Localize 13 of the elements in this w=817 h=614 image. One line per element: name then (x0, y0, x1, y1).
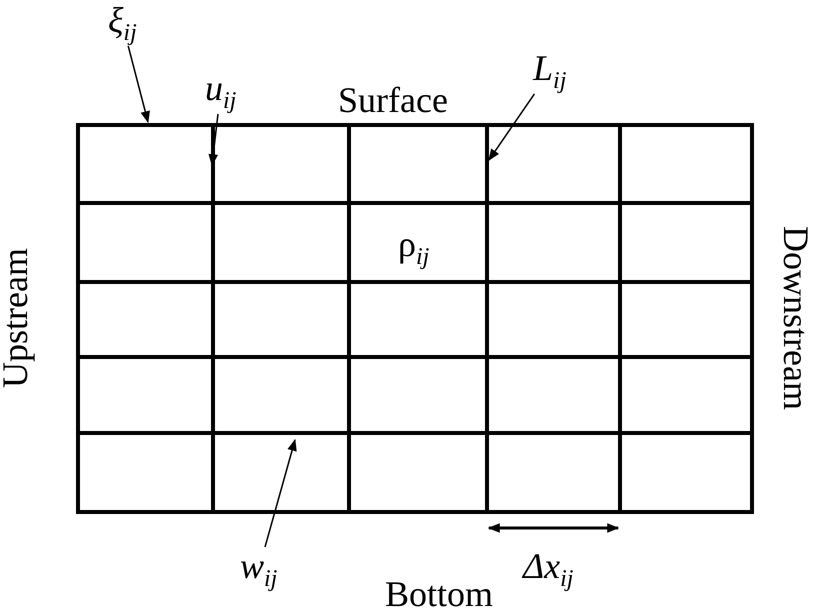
leader-line (127, 46, 150, 124)
variable-label: w$_{ij}$ (240, 548, 278, 591)
leader-line (264, 438, 297, 548)
leader-line (488, 93, 536, 161)
variable-label: ρ$_{ij}$ (398, 226, 430, 269)
boundary-label: Surface (338, 82, 448, 118)
boundary-label: Downstream (778, 226, 814, 410)
variable-label: ξ$_{ij}$ (108, 2, 137, 45)
variable-label: u$_{ij}$ (205, 70, 236, 113)
variable-label: L$_{ij}$ (533, 50, 566, 93)
variable-label: Δx$_{ij}$ (523, 548, 574, 591)
boundary-label: Upstream (0, 248, 33, 388)
boundary-label: Bottom (385, 576, 494, 612)
